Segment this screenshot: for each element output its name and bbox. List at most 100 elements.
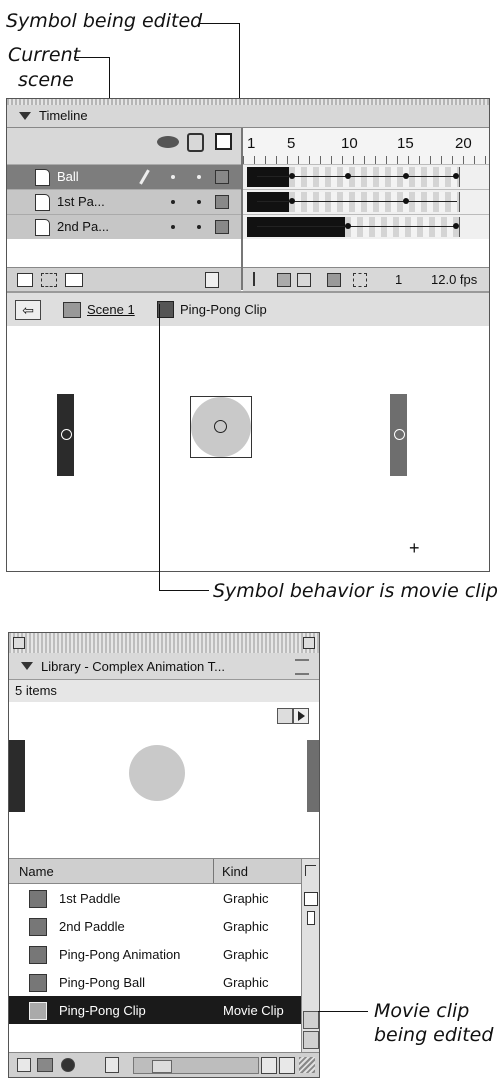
library-title-bar[interactable]: Library - Complex Animation T...: [9, 653, 319, 680]
scene-link[interactable]: Scene 1: [87, 302, 135, 317]
onion-outline-icon[interactable]: [297, 273, 311, 287]
resize-grip-icon[interactable]: [299, 1057, 315, 1073]
modify-markers-icon[interactable]: [353, 273, 367, 287]
frame-ruler[interactable]: [243, 128, 489, 165]
timeline-title-bar[interactable]: Timeline: [7, 99, 489, 128]
visibility-dot[interactable]: [171, 225, 175, 229]
frame-row[interactable]: [243, 164, 489, 189]
motion-tween[interactable]: [289, 167, 460, 187]
insert-layer-icon[interactable]: [17, 273, 33, 287]
layer-row[interactable]: 1st Pa...: [7, 189, 241, 214]
motion-tween[interactable]: [289, 192, 460, 212]
list-item[interactable]: Ping-Pong Clip Movie Clip: [9, 996, 301, 1024]
kind-column-label: Kind: [222, 864, 249, 879]
keyframe-span[interactable]: [247, 217, 345, 237]
play-button[interactable]: [293, 708, 309, 724]
graphic-symbol-icon: [29, 946, 47, 964]
stage[interactable]: +: [7, 326, 489, 571]
horizontal-scrollbar[interactable]: [133, 1057, 259, 1074]
item-kind: Graphic: [223, 947, 269, 962]
stop-button[interactable]: [277, 708, 293, 724]
callout-movie-clip-line2: being edited: [374, 1024, 494, 1046]
frame-row[interactable]: [243, 189, 489, 214]
item-name: 1st Paddle: [59, 891, 121, 906]
outline-color-square[interactable]: [215, 195, 229, 209]
lock-dot[interactable]: [197, 225, 201, 229]
outline-icon[interactable]: [215, 133, 232, 150]
options-menu-icon[interactable]: [295, 659, 309, 675]
layer-empty-area: [7, 239, 241, 267]
collapse-triangle-icon[interactable]: [21, 662, 33, 670]
library-column-header: Name Kind: [9, 859, 319, 884]
callout-leader-line: [318, 1011, 368, 1012]
keyframe-dot[interactable]: [345, 173, 351, 179]
library-preview: [9, 702, 319, 859]
sort-toggle-icon[interactable]: [305, 865, 316, 876]
keyframe-dot[interactable]: [403, 173, 409, 179]
lock-dot[interactable]: [197, 175, 201, 179]
lock-dot[interactable]: [197, 200, 201, 204]
lock-icon[interactable]: [187, 133, 204, 152]
layer-page-icon: [35, 194, 50, 211]
trash-icon[interactable]: [205, 272, 219, 288]
tween-arrow: [257, 201, 457, 202]
scroll-left-button[interactable]: [261, 1057, 277, 1074]
properties-icon[interactable]: [61, 1058, 75, 1072]
frame-row[interactable]: [243, 214, 489, 239]
keyframe-dot[interactable]: [289, 173, 295, 179]
trash-icon[interactable]: [105, 1057, 119, 1073]
narrow-view-icon[interactable]: [307, 911, 315, 925]
keyframe-span[interactable]: [247, 192, 289, 212]
callout-leader-line: [159, 304, 160, 590]
list-item[interactable]: 2nd Paddle Graphic: [9, 912, 301, 940]
layer-row[interactable]: Ball: [7, 164, 241, 189]
keyframe-dot[interactable]: [289, 198, 295, 204]
add-guide-layer-icon[interactable]: [41, 273, 57, 287]
layer-row[interactable]: 2nd Pa...: [7, 214, 241, 239]
visibility-dot[interactable]: [171, 200, 175, 204]
keyframe-dot[interactable]: [453, 173, 459, 179]
timeline-status-bar: 1 12.0 fps: [243, 267, 489, 291]
close-box-icon[interactable]: [13, 637, 25, 649]
scroll-right-button[interactable]: [279, 1057, 295, 1074]
center-frame-icon[interactable]: [253, 272, 255, 286]
keyframe-dot[interactable]: [453, 223, 459, 229]
visibility-dot[interactable]: [171, 175, 175, 179]
movie-clip-symbol-icon: [29, 1002, 47, 1020]
keyframe-span[interactable]: [247, 167, 289, 187]
wide-view-icon[interactable]: [304, 892, 318, 906]
collapse-triangle-icon[interactable]: [19, 112, 31, 120]
insert-folder-icon[interactable]: [65, 273, 83, 287]
current-frame: 1: [395, 272, 403, 287]
timeline-window: Timeline Ball 1st Pa... 2nd Pa...: [6, 98, 490, 572]
scroll-down-button[interactable]: [303, 1031, 319, 1049]
zoom-box-icon[interactable]: [303, 637, 315, 649]
list-item[interactable]: Ping-Pong Ball Graphic: [9, 968, 301, 996]
title-bar-grip[interactable]: [7, 99, 489, 105]
item-name: Ping-Pong Clip: [59, 1003, 146, 1018]
edit-multiple-icon[interactable]: [327, 273, 341, 287]
scroll-up-button[interactable]: [303, 1011, 319, 1029]
preview-left-paddle: [9, 740, 25, 812]
new-symbol-icon[interactable]: [17, 1058, 31, 1072]
back-arrow-button[interactable]: ⇦: [15, 300, 41, 320]
outline-color-square[interactable]: [215, 170, 229, 184]
outline-color-square[interactable]: [215, 220, 229, 234]
edit-bar: ⇦ Scene 1 Ping-Pong Clip: [7, 291, 489, 328]
ruler-label: 15: [397, 135, 414, 152]
eye-icon[interactable]: [157, 136, 179, 148]
list-item[interactable]: 1st Paddle Graphic: [9, 884, 301, 912]
vertical-scrollbar[interactable]: [301, 859, 319, 1052]
onion-skin-icon[interactable]: [277, 273, 291, 287]
library-title-grip[interactable]: [9, 633, 319, 654]
new-folder-icon[interactable]: [37, 1058, 53, 1072]
graphic-symbol-icon: [29, 918, 47, 936]
keyframe-dot[interactable]: [403, 198, 409, 204]
timeline-title: Timeline: [39, 108, 88, 123]
scroll-thumb[interactable]: [152, 1060, 172, 1073]
name-column-header[interactable]: Name: [9, 859, 214, 883]
kind-column-header[interactable]: Kind: [214, 859, 300, 883]
motion-tween[interactable]: [345, 217, 460, 237]
keyframe-dot[interactable]: [345, 223, 351, 229]
list-item[interactable]: Ping-Pong Animation Graphic: [9, 940, 301, 968]
